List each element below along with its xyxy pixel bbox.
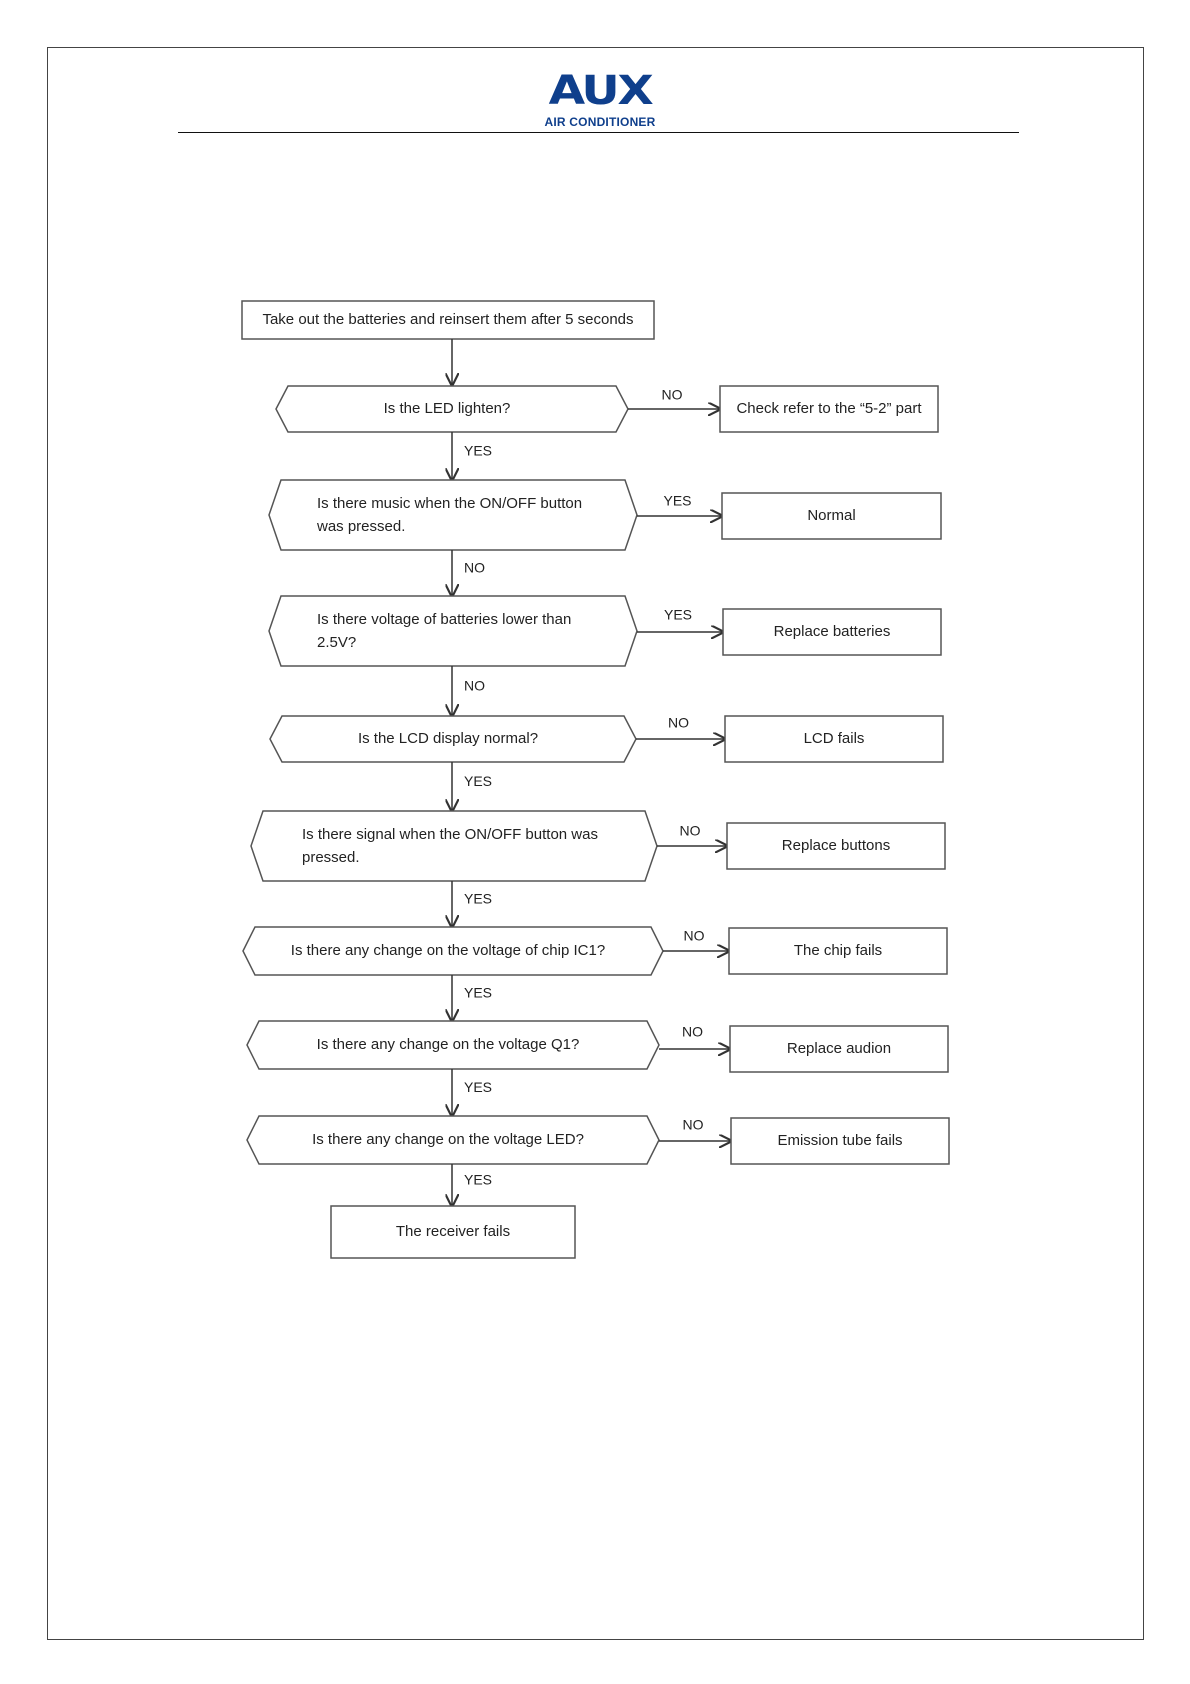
outcome-text: Replace buttons (782, 837, 890, 854)
outcome-box (726, 822, 946, 870)
decision-text: pressed. (302, 849, 360, 866)
decision-text: Is the LED lighten? (384, 400, 511, 417)
decision-text: Is there any change on the voltage of ch… (291, 942, 605, 959)
side-branch-label: NO (668, 715, 689, 731)
down-branch-label: NO (464, 678, 485, 694)
page-border (47, 47, 1144, 1640)
decision-box (250, 810, 658, 882)
decision-text: Is there voltage of batteries lower than (317, 611, 571, 628)
outcome-box (728, 927, 948, 975)
decision-text: Is there music when the ON/OFF button (317, 495, 582, 512)
outcome-text: Emission tube fails (777, 1132, 902, 1149)
header-rule (178, 132, 1019, 133)
down-branch-label: YES (464, 1079, 492, 1095)
outcome-box (721, 492, 942, 540)
side-branch-label: NO (682, 1024, 703, 1040)
down-branch-label: YES (464, 773, 492, 789)
down-branch-label: YES (464, 891, 492, 907)
outcome-text: Replace batteries (774, 623, 891, 640)
side-branch-label: NO (662, 387, 683, 403)
outcome-text: LCD fails (804, 730, 865, 747)
side-branch-label: YES (664, 607, 692, 623)
side-branch-label: NO (684, 928, 705, 944)
down-branch-label: YES (464, 443, 492, 459)
start-box (241, 300, 655, 340)
end-box (330, 1205, 576, 1259)
end-box-text: The receiver fails (396, 1223, 510, 1240)
decision-text: Is the LCD display normal? (358, 730, 538, 747)
outcome-box (729, 1025, 949, 1073)
side-branch-label: NO (680, 823, 701, 839)
down-branch-label: YES (464, 985, 492, 1001)
decision-box (246, 1115, 660, 1165)
side-branch-label: YES (663, 493, 691, 509)
outcome-box (730, 1117, 950, 1165)
decision-box (268, 479, 638, 551)
down-branch-label: YES (464, 1172, 492, 1188)
outcome-box (724, 715, 944, 763)
decision-box (268, 595, 638, 667)
outcome-text: The chip fails (794, 942, 882, 959)
outcome-text: Normal (807, 507, 855, 524)
side-branch-label: NO (683, 1117, 704, 1133)
decision-text: Is there any change on the voltage Q1? (317, 1036, 580, 1053)
down-branch-label: NO (464, 560, 485, 576)
logo-tagline: AIR CONDITIONER (544, 115, 656, 129)
decision-text: Is there signal when the ON/OFF button w… (302, 826, 598, 843)
outcome-text: Replace audion (787, 1040, 891, 1057)
outcome-box (719, 385, 939, 433)
outcome-box (722, 608, 942, 656)
logo-brand: AUX (548, 68, 654, 114)
outcome-text: Check refer to the “5-2” part (736, 400, 922, 417)
decision-text: 2.5V? (317, 634, 356, 651)
decision-text: was pressed. (316, 518, 405, 535)
decision-text: Is there any change on the voltage LED? (312, 1131, 584, 1148)
start-box-text: Take out the batteries and reinsert them… (262, 311, 633, 328)
decision-box (246, 1020, 660, 1070)
